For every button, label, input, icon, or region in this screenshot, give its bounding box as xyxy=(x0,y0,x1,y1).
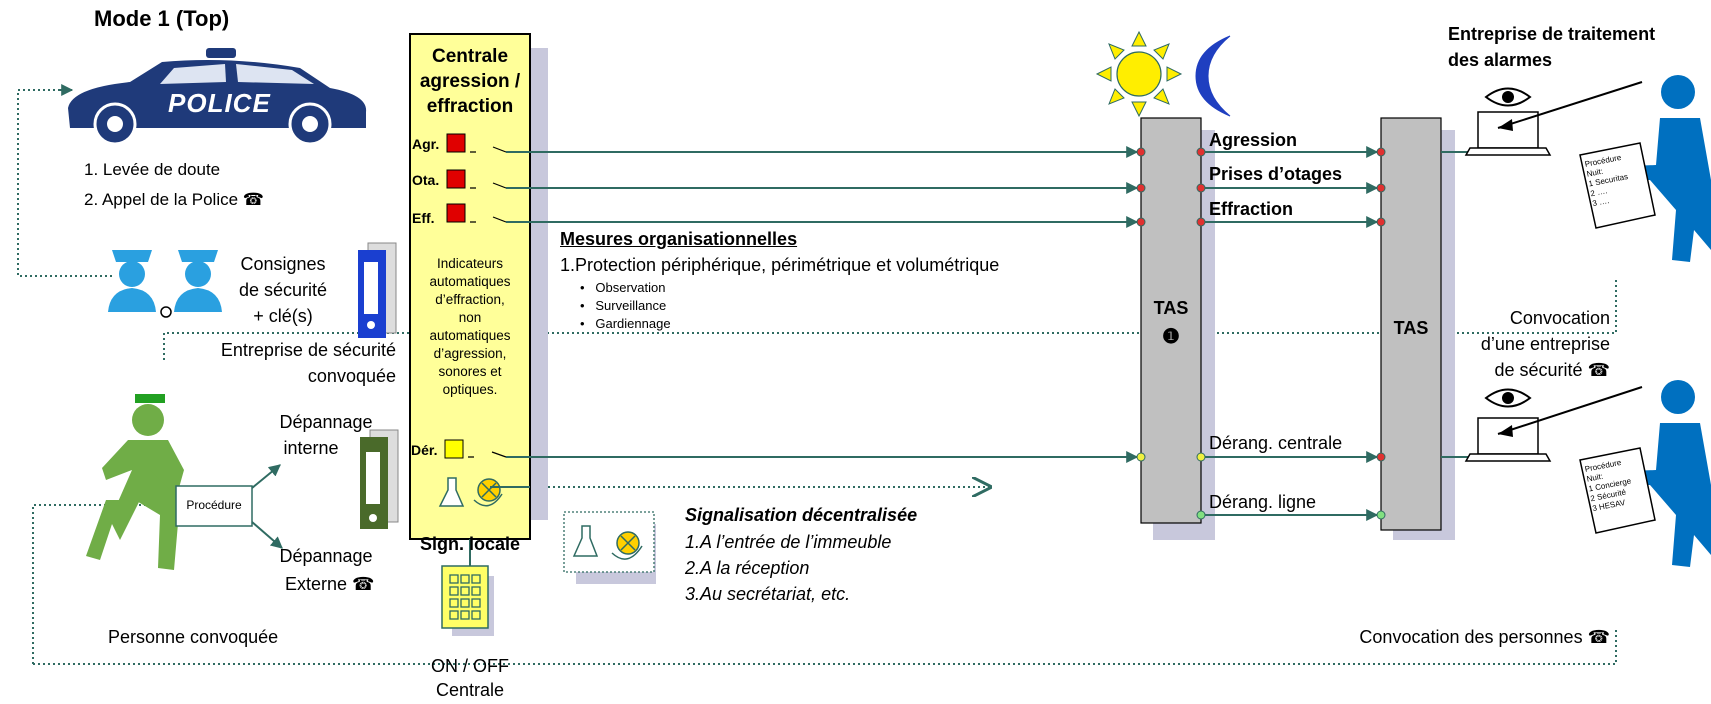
central-title-line-3: effraction xyxy=(426,96,514,117)
on-off-line-2: Centrale xyxy=(435,680,505,700)
convocation-securite-line-1: Convocation xyxy=(1509,308,1610,328)
derang-centrale: Dérang. centrale xyxy=(1209,433,1343,453)
siren-icon xyxy=(438,477,503,507)
police-car xyxy=(68,48,367,146)
laptop-icon-top xyxy=(1464,111,1552,156)
convocation-securite-line-2: d’une entreprise xyxy=(1480,334,1610,354)
indicators-line-6: d’agression, xyxy=(433,346,507,361)
moon-icon xyxy=(1195,35,1231,117)
dotted-connectors xyxy=(17,89,1617,665)
tas-1-bar xyxy=(1140,117,1202,524)
convocation-personnes-line xyxy=(33,630,1617,665)
signalisation-item-1: 1.A l’entrée de l’immeuble xyxy=(685,532,892,552)
input-label-der: Dér. xyxy=(411,442,438,458)
police-text: POLICE xyxy=(168,88,271,118)
input-label-eff: Eff. xyxy=(412,210,435,226)
procedure-card xyxy=(175,485,253,527)
indicators-line-2: automatiques xyxy=(429,274,511,289)
entreprise-securite-line-1: Entreprise de sécurité xyxy=(220,340,396,360)
security-guards-icon xyxy=(108,250,222,312)
input-label-ota: Ota. xyxy=(412,172,440,188)
consignes-line-1: Consignes xyxy=(240,254,326,274)
indicators-line-5: automatiques xyxy=(429,328,511,343)
ota-indicator xyxy=(446,169,466,189)
indicators-line-3: d’effraction, xyxy=(435,292,505,307)
laptop-icon-bottom xyxy=(1464,417,1552,462)
indicators-line-8: optiques. xyxy=(442,382,498,397)
signal-lines xyxy=(490,146,1476,521)
mode-title: Mode 1 (Top) xyxy=(94,6,230,31)
convocation-securite-line-3: de sécurité ☎ xyxy=(1494,360,1610,380)
on-off-line-1: ON / OFF xyxy=(431,656,509,676)
eye-icon-top xyxy=(1484,87,1532,107)
indicators-line-7: sonores et xyxy=(438,364,502,379)
entreprise-alarmes-line-2: des alarmes xyxy=(1448,50,1553,70)
mesures-line-1: 1.Protection périphérique, périmétrique … xyxy=(560,255,1000,275)
procedure-document-bottom xyxy=(1579,447,1656,534)
eff-indicator xyxy=(446,203,466,223)
input-label-agr: Agr. xyxy=(412,136,440,152)
indicators-line-1: Indicateurs xyxy=(436,256,504,271)
signalisation-item-3: 3.Au secrétariat, etc. xyxy=(685,584,851,604)
central-title-line-2: agression / xyxy=(419,71,521,92)
eye-icon-bottom xyxy=(1484,388,1532,408)
tas-1-label: TAS xyxy=(1153,298,1189,318)
operator-person-icon-top xyxy=(1628,75,1711,262)
signalisation-item-2: 2.A la réception xyxy=(685,558,810,578)
tas-2-label: TAS xyxy=(1393,318,1429,338)
mesures-bullet-3: • Gardiennage xyxy=(580,316,671,331)
procedure-document-top xyxy=(1579,142,1656,229)
sign-locale-label: Sign. locale xyxy=(419,534,521,554)
channel-effraction: Effraction xyxy=(1209,199,1294,219)
agr-indicator xyxy=(446,133,466,153)
security-binder-icon xyxy=(358,242,397,338)
decentralized-signal-box xyxy=(563,511,655,573)
decentralized-siren-icon xyxy=(572,525,643,560)
central-title-line-1: Centrale xyxy=(431,46,509,67)
sun-icon xyxy=(1095,30,1183,118)
mesures-bullet-2: • Surveillance xyxy=(580,298,667,313)
step-2: 2. Appel de la Police ☎ xyxy=(84,190,264,209)
indicators-line-4: non xyxy=(458,310,482,325)
security-company-line xyxy=(163,280,1617,360)
step-1: 1. Levée de doute xyxy=(84,160,221,179)
operator-person-icon-bottom xyxy=(1628,380,1711,567)
depannage-externe-line-1: Dépannage xyxy=(279,546,373,566)
depannage-interne-line-2: interne xyxy=(283,438,339,458)
depannage-interne-line-1: Dépannage xyxy=(279,412,373,432)
depannage-binder-icon xyxy=(360,429,399,529)
central-box xyxy=(409,33,531,540)
procedure-card-label: Procédure xyxy=(186,498,242,512)
mesures-title: Mesures organisationnelles xyxy=(560,229,798,249)
channel-agression: Agression xyxy=(1209,130,1298,150)
personne-convoquee-label: Personne convoquée xyxy=(108,627,279,647)
consignes-line-3: + clé(s) xyxy=(253,306,313,326)
police-loop-line xyxy=(17,89,112,277)
convocation-personnes-label: Convocation des personnes ☎ xyxy=(1359,627,1610,647)
signalisation-title: Signalisation décentralisée xyxy=(685,505,918,525)
mesures-bullet-1: • Observation xyxy=(580,280,666,295)
derang-ligne: Dérang. ligne xyxy=(1209,492,1317,512)
depannage-externe-line-2: Externe ☎ xyxy=(285,574,375,594)
tas-1-marker: ❶ xyxy=(1162,326,1180,348)
technician-person-icon xyxy=(86,394,184,570)
tas-2-bar xyxy=(1380,117,1442,531)
entreprise-securite-line-2: convoquée xyxy=(307,366,396,386)
entreprise-alarmes-line-1: Entreprise de traitement xyxy=(1448,24,1656,44)
channel-prises-otages: Prises d’otages xyxy=(1209,164,1343,184)
consignes-line-2: de sécurité xyxy=(238,280,328,300)
der-indicator xyxy=(444,439,464,459)
